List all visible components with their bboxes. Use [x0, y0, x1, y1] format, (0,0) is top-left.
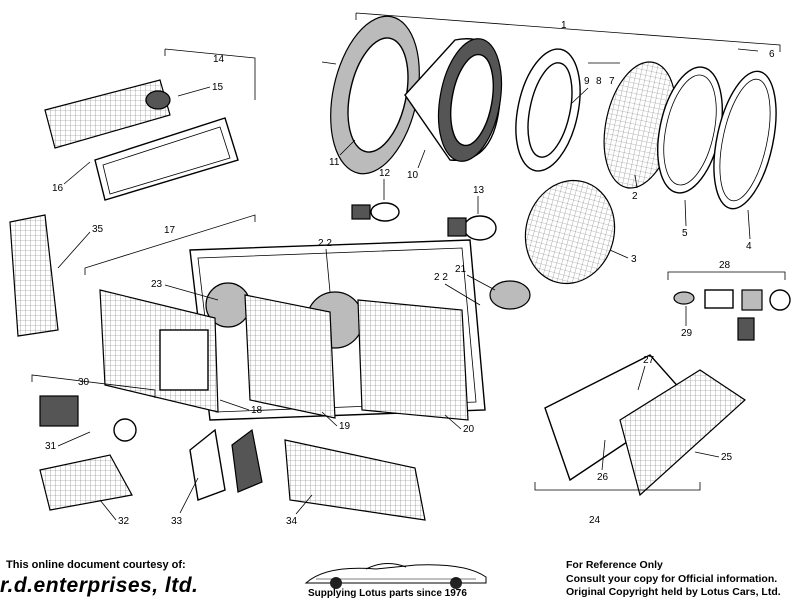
courtesy-text: This online document courtesy of: — [6, 559, 186, 571]
callout-25: 25 — [721, 452, 733, 463]
callout-10: 10 — [407, 170, 419, 181]
callout-4: 4 — [746, 241, 752, 252]
callout-33: 33 — [171, 516, 183, 527]
callout-22b: 2 2 — [434, 272, 448, 283]
callout-7: 7 — [609, 76, 615, 87]
callout-34: 34 — [286, 516, 298, 527]
race-car-logo-icon — [304, 563, 487, 589]
callout-12: 12 — [379, 168, 391, 179]
callout-28: 28 — [719, 260, 731, 271]
callout-5: 5 — [682, 228, 688, 239]
headlamp-assembly — [321, 12, 781, 285]
callout-11: 11 — [329, 157, 340, 168]
note-line: Original Copyright held by Lotus Cars, L… — [566, 586, 781, 598]
callout-29: 29 — [681, 328, 693, 339]
copyright-notes: For Reference Only Consult your copy for… — [566, 559, 781, 600]
callout-16: 16 — [52, 183, 64, 194]
callout-3: 3 — [631, 254, 637, 265]
callout-13: 13 — [473, 185, 485, 196]
side-reflector — [9, 214, 59, 337]
bulb-holder-kit — [667, 271, 791, 341]
callout-19: 19 — [339, 421, 351, 432]
callout-32: 32 — [118, 516, 130, 527]
callout-21: 21 — [455, 264, 467, 275]
callout-35: 35 — [92, 224, 104, 235]
indicator-assembly — [534, 354, 746, 497]
callout-20: 20 — [463, 424, 475, 435]
repeater-lamps — [189, 428, 426, 521]
callout-6: 6 — [769, 49, 775, 60]
callout-22a: 2 2 — [318, 238, 332, 249]
lighting-exploded-diagram: 1 6 9 8 7 11 10 2 5 4 14 15 16 12 13 35 … — [9, 12, 791, 527]
callout-2: 2 — [632, 191, 638, 202]
callout-18: 18 — [251, 405, 263, 416]
brand-name: r.d.enterprises, ltd. — [0, 574, 199, 597]
callout-1: 1 — [561, 20, 567, 31]
callout-9: 9 — [584, 76, 590, 87]
tagline: Supplying Lotus parts since 1976 — [308, 588, 467, 599]
side-marker-assembly — [44, 48, 256, 201]
callout-17: 17 — [164, 225, 176, 236]
footer: This online document courtesy of: r.d.en… — [0, 552, 800, 600]
callout-31: 31 — [45, 441, 57, 452]
callout-14: 14 — [213, 54, 225, 65]
callout-24: 24 — [589, 515, 601, 526]
callout-30: 30 — [78, 377, 90, 388]
callout-27: 27 — [643, 355, 655, 366]
callout-8: 8 — [596, 76, 602, 87]
note-line: For Reference Only — [566, 559, 663, 571]
bulbs — [351, 202, 497, 241]
number-plate-lamp — [31, 374, 156, 511]
note-line: Consult your copy for Official informati… — [566, 572, 778, 585]
lamp-cluster — [84, 214, 531, 421]
callout-15: 15 — [212, 82, 224, 93]
logo: Supplying Lotus parts since 1976 — [296, 555, 496, 600]
callout-26: 26 — [597, 472, 609, 483]
callout-23: 23 — [151, 279, 163, 290]
callouts: 1 6 9 8 7 11 10 2 5 4 14 15 16 12 13 35 … — [45, 20, 775, 527]
